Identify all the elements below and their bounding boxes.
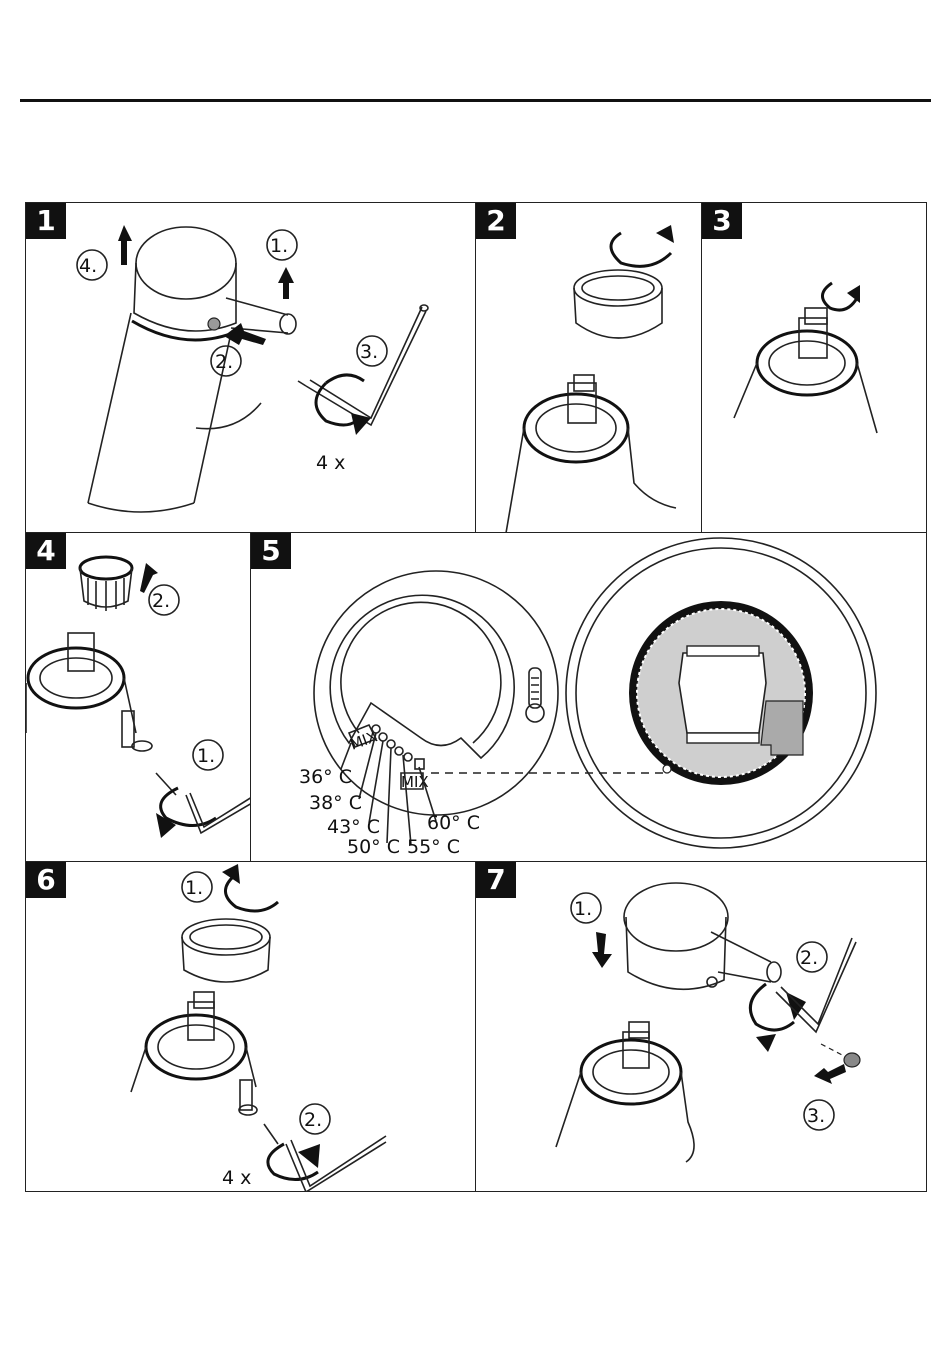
temp-label-38: 38° C xyxy=(309,792,362,814)
step-3-panel: 3 xyxy=(701,202,927,533)
step-1-panel: 1 4. 1. 2. 3. 4 x xyxy=(25,202,476,533)
step-1-illustration: 4. 1. 2. 3. 4 x xyxy=(26,203,476,533)
temp-label-50: 50° C xyxy=(347,836,400,858)
temp-label-55: 55° C xyxy=(407,836,460,858)
step-1-count-label: 4 x xyxy=(316,452,345,474)
step-1-label-3: 3. xyxy=(360,341,378,363)
rotate-arrow-icon xyxy=(750,984,794,1030)
step-1-label-2: 2. xyxy=(215,351,233,373)
step-6-count-label: 4 x xyxy=(222,1167,251,1189)
step-2-panel: 2 xyxy=(475,202,702,533)
step-6-label-1: 1. xyxy=(185,877,203,899)
rotate-arrow-icon xyxy=(611,233,671,266)
step-7-label-3: 3. xyxy=(807,1105,825,1127)
step-2-illustration xyxy=(476,203,702,533)
step-7-illustration: 1. 2. 3. xyxy=(476,862,927,1192)
step-5-panel: 5 MIX MIX 36° C 38° C 43° C 50° C 55° xyxy=(250,532,927,862)
step-4-label-1: 1. xyxy=(197,745,215,767)
step-1-label-1: 1. xyxy=(270,235,288,257)
step-7-panel: 7 1. 2. 3. xyxy=(475,861,927,1192)
rotate-arrow-icon xyxy=(225,876,278,911)
step-3-illustration xyxy=(702,203,927,533)
temp-label-60: 60° C xyxy=(427,812,480,834)
step-7-label-1: 1. xyxy=(574,898,592,920)
step-4-illustration: 2. 1. xyxy=(26,533,251,862)
step-1-label-4: 4. xyxy=(79,255,97,277)
step-6-illustration: 1. 2. 4 x xyxy=(26,862,476,1192)
step-6-label-2: 2. xyxy=(304,1109,322,1131)
temp-label-36: 36° C xyxy=(299,766,352,788)
rotate-arrow-icon xyxy=(161,788,216,826)
arrow-icon xyxy=(224,323,266,345)
step-7-label-2: 2. xyxy=(800,947,818,969)
thermometer-icon xyxy=(526,668,544,722)
grub-screw-icon xyxy=(208,318,220,330)
arrow-icon xyxy=(592,932,612,968)
arrow-icon xyxy=(118,225,132,265)
header-rule xyxy=(20,99,931,102)
step-4-label-2: 2. xyxy=(152,590,170,612)
step-5-illustration: MIX MIX 36° C 38° C 43° C 50° C 55° C 60… xyxy=(251,533,927,862)
arrow-icon xyxy=(814,1064,846,1084)
step-6-panel: 6 1. 2. 4 x xyxy=(25,861,476,1192)
arrow-icon xyxy=(278,267,294,299)
step-4-panel: 4 2. 1. xyxy=(25,532,251,862)
temp-label-43: 43° C xyxy=(327,816,380,838)
